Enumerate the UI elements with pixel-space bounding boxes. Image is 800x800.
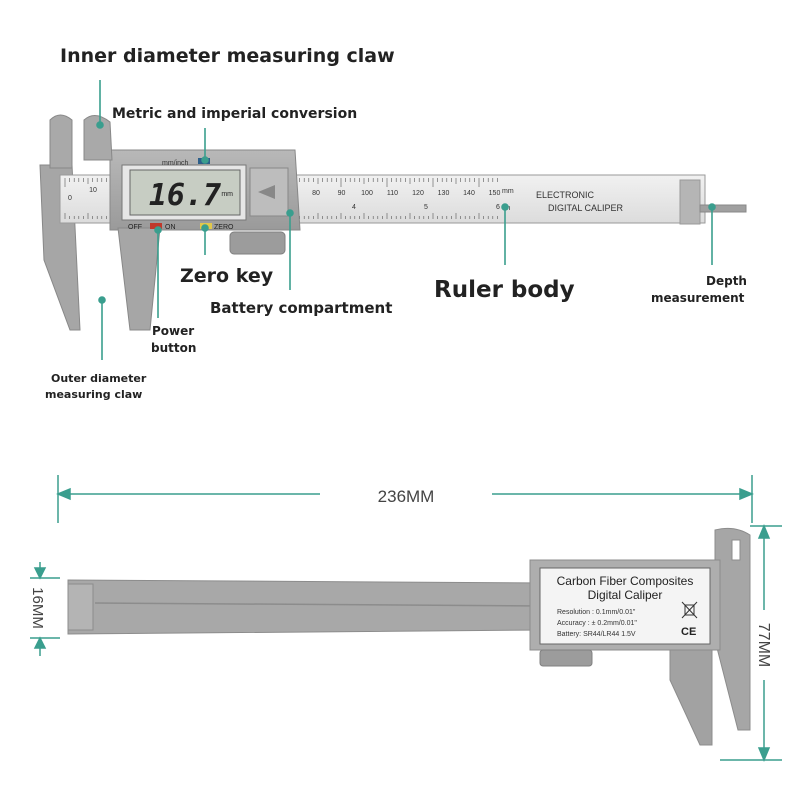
depth-rod bbox=[699, 204, 747, 213]
lcd-screen bbox=[129, 169, 241, 216]
height-arrow-top bbox=[757, 524, 771, 539]
depth-dot bbox=[708, 203, 716, 211]
lcd-value: 16.7 bbox=[149, 178, 221, 213]
label-plate bbox=[539, 567, 711, 645]
length-dimension: 236MM bbox=[378, 487, 435, 506]
outer-claw-dot bbox=[98, 296, 106, 304]
scale-number: 80 bbox=[312, 190, 320, 197]
bottom-slider-jaw bbox=[669, 644, 713, 746]
power-label-1: Power bbox=[152, 324, 194, 338]
scale-number: 90 bbox=[338, 190, 346, 197]
thickness-dimension: 16MM bbox=[29, 587, 46, 629]
scale-numbers: 80 90 100 110 120 130 140 150 4 5 6 0 10 bbox=[68, 187, 500, 211]
unit-mm: mm bbox=[502, 188, 514, 195]
ce-mark: CE bbox=[681, 626, 696, 638]
length-arrow-left bbox=[56, 487, 71, 501]
zero-label: ZERO bbox=[214, 224, 234, 231]
outer-claw-label-1: Outer diameter bbox=[51, 372, 147, 385]
inch-number: 6 bbox=[496, 204, 500, 211]
scale-ticks bbox=[64, 178, 498, 219]
left-scale-number: 10 bbox=[89, 187, 97, 194]
power-button[interactable] bbox=[150, 223, 162, 229]
conversion-dot bbox=[201, 156, 209, 164]
fixed-inner-jaw bbox=[49, 114, 73, 169]
conversion-label: Metric and imperial conversion bbox=[112, 106, 357, 122]
lcd-unit: mm bbox=[221, 191, 233, 198]
length-arrow-right bbox=[739, 487, 754, 501]
scale-number: 150 bbox=[489, 190, 501, 197]
inch-number: 5 bbox=[424, 204, 428, 211]
scale-number: 120 bbox=[412, 190, 424, 197]
battery-arrow-icon bbox=[258, 185, 275, 199]
moving-outer-jaw bbox=[117, 227, 161, 331]
ruler-end-cap bbox=[67, 583, 94, 631]
height-dimension: 77MM bbox=[755, 623, 772, 667]
battery-label: Battery compartment bbox=[210, 299, 392, 317]
battery-dot bbox=[286, 209, 294, 217]
depth-label-2: measurement bbox=[651, 291, 745, 305]
inner-claw-dot bbox=[96, 121, 104, 129]
scale-number: 140 bbox=[463, 190, 475, 197]
top-caliper: 16.7 mm mm/inch OFF ON ZERO ELECTRONIC D… bbox=[39, 114, 747, 331]
recycle-bin-icon bbox=[681, 601, 698, 619]
power-label-2: button bbox=[151, 341, 196, 355]
scale-number: 110 bbox=[387, 190, 398, 197]
inch-number: 4 bbox=[352, 204, 356, 211]
plate-title-1: Carbon Fiber Composites bbox=[557, 574, 694, 588]
zero-key-dot bbox=[201, 224, 209, 232]
ruler-end bbox=[679, 179, 701, 225]
scale-number: 130 bbox=[438, 190, 450, 197]
bottom-wheel bbox=[539, 649, 593, 667]
ruler-body-dot bbox=[501, 203, 509, 211]
outer-claw-label-2: measuring claw bbox=[45, 388, 142, 401]
inner-claw-label: Inner diameter measuring claw bbox=[60, 45, 395, 67]
thumb-wheel bbox=[229, 231, 286, 255]
power-dot bbox=[154, 226, 162, 234]
brand-line-1: ELECTRONIC bbox=[536, 190, 595, 200]
on-label: ON bbox=[165, 224, 176, 231]
depth-label-1: Depth bbox=[706, 274, 747, 288]
plate-battery: Battery: SR44/LR44 1.5V bbox=[557, 631, 636, 638]
plate-title-2: Digital Caliper bbox=[588, 588, 663, 602]
thick-arrow-top bbox=[33, 567, 47, 580]
brand-line-2: DIGITAL CALIPER bbox=[548, 203, 624, 213]
dimension-lines bbox=[30, 475, 782, 762]
plate-accuracy: Accuracy : ± 0.2mm/0.01" bbox=[557, 620, 637, 627]
bottom-ruler bbox=[67, 579, 546, 635]
callout-lines bbox=[96, 80, 716, 360]
height-arrow-bottom bbox=[757, 747, 771, 762]
moving-inner-jaw bbox=[83, 115, 113, 161]
ruler-body-label: Ruler body bbox=[434, 277, 575, 303]
plate-resolution: Resolution : 0.1mm/0.01" bbox=[557, 609, 636, 616]
thick-arrow-bottom bbox=[33, 636, 47, 649]
left-scale-number: 0 bbox=[68, 195, 72, 202]
bottom-fixed-jaw-slot bbox=[731, 539, 741, 561]
scale-number: 100 bbox=[361, 190, 373, 197]
zero-key-label: Zero key bbox=[180, 265, 274, 287]
off-label: OFF bbox=[128, 224, 142, 231]
mode-label: mm/inch bbox=[162, 160, 189, 167]
ruler-groove bbox=[94, 602, 546, 607]
bottom-caliper: Carbon Fiber Composites Digital Caliper … bbox=[67, 527, 751, 746]
bottom-fixed-jaw bbox=[714, 527, 751, 731]
